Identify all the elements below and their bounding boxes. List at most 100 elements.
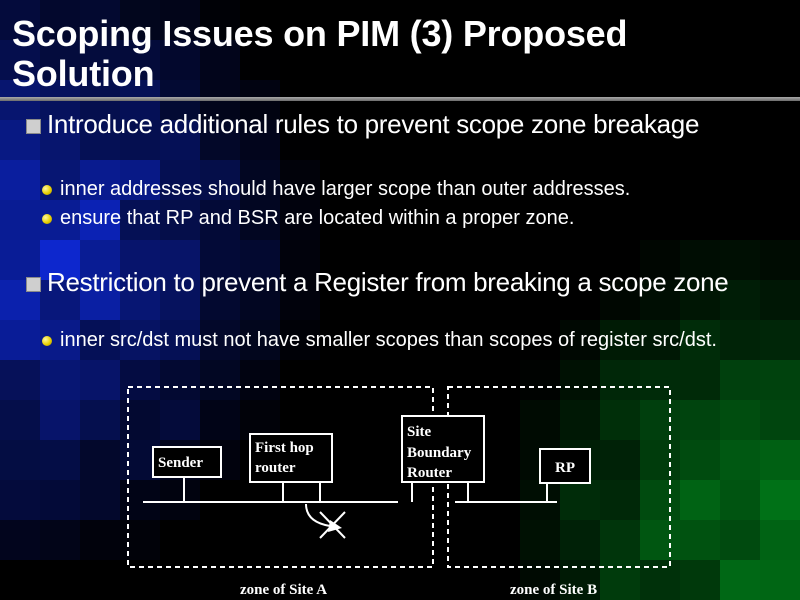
background-tile [120, 480, 160, 520]
background-tile [760, 160, 800, 200]
background-tile [0, 360, 40, 400]
background-tile [280, 200, 320, 240]
background-tile [560, 200, 600, 240]
background-tile [600, 320, 640, 360]
background-tile [120, 40, 160, 80]
background-tile [40, 360, 80, 400]
background-tile [240, 360, 280, 400]
rp-label: RP [555, 460, 575, 476]
background-tile [440, 520, 480, 560]
background-tile [320, 120, 360, 160]
background-tile [40, 280, 80, 320]
background-tile [80, 120, 120, 160]
background-tile [200, 240, 240, 280]
background-tile [40, 40, 80, 80]
background-tile [520, 0, 560, 40]
background-tile [560, 320, 600, 360]
bullet-2-sub-1-text: inner src/dst must not have smaller scop… [60, 329, 717, 351]
background-tile [200, 320, 240, 360]
background-tile [760, 440, 800, 480]
background-tile [600, 200, 640, 240]
background-tile [760, 280, 800, 320]
background-tile [720, 0, 760, 40]
background-tile [240, 280, 280, 320]
background-tile [480, 40, 520, 80]
background-tile [720, 520, 760, 560]
background-tile [520, 400, 560, 440]
background-tile [640, 440, 680, 480]
background-tile [520, 480, 560, 520]
background-tile [200, 0, 240, 40]
background-tile [640, 40, 680, 80]
background-tile [760, 520, 800, 560]
bullet-1-sub-1: inner addresses should have larger scope… [40, 176, 780, 202]
background-tile [560, 40, 600, 80]
background-tile [320, 280, 360, 320]
background-tile [520, 120, 560, 160]
background-tile [560, 360, 600, 400]
background-tile [360, 200, 400, 240]
background-tile [360, 320, 400, 360]
background-tile [80, 360, 120, 400]
background-tile [120, 0, 160, 40]
background-tile [240, 40, 280, 80]
background-tile [520, 360, 560, 400]
background-tile [160, 360, 200, 400]
background-tile [640, 0, 680, 40]
background-tile [0, 440, 40, 480]
background-tile [680, 160, 720, 200]
background-tile [560, 520, 600, 560]
title-divider [0, 97, 800, 101]
background-tile [0, 320, 40, 360]
background-tile [520, 200, 560, 240]
background-tile [40, 120, 80, 160]
background-tile [320, 240, 360, 280]
background-tile [480, 280, 520, 320]
background-tile [480, 440, 520, 480]
background-tile [360, 520, 400, 560]
blocked-cross-icon-2 [319, 511, 346, 539]
background-tile [200, 280, 240, 320]
background-tile [320, 360, 360, 400]
background-tile [680, 360, 720, 400]
background-tile [600, 40, 640, 80]
background-tile [80, 200, 120, 240]
background-tile [240, 160, 280, 200]
background-tile [440, 320, 480, 360]
background-tile [0, 480, 40, 520]
background-tile [560, 160, 600, 200]
background-tile [760, 40, 800, 80]
background-tile [160, 0, 200, 40]
background-tile [440, 360, 480, 400]
background-tile [640, 280, 680, 320]
background-tile [440, 280, 480, 320]
background-tile [160, 40, 200, 80]
background-tile [80, 240, 120, 280]
background-tile [80, 400, 120, 440]
background-tile [160, 480, 200, 520]
background-tile [80, 40, 120, 80]
background-tile [720, 440, 760, 480]
background-tile [240, 200, 280, 240]
background-tile [640, 400, 680, 440]
background-tile [400, 120, 440, 160]
first-hop-label-line2: router [255, 460, 296, 476]
background-tile [480, 360, 520, 400]
background-tile [400, 240, 440, 280]
background-tile [720, 280, 760, 320]
background-tile [640, 120, 680, 160]
background-tile [360, 440, 400, 480]
background-tile [560, 120, 600, 160]
background-tile [520, 240, 560, 280]
background-tile [0, 560, 40, 600]
background-tile [680, 40, 720, 80]
background-tile [360, 480, 400, 520]
background-tile [600, 280, 640, 320]
background-tile [600, 480, 640, 520]
background-tile [440, 0, 480, 40]
background-tile [680, 480, 720, 520]
background-tile [120, 320, 160, 360]
scope-zone-diagram: Sender First hop router Site Boundary Ro… [127, 386, 671, 598]
background-tile [120, 360, 160, 400]
background-tile [520, 520, 560, 560]
